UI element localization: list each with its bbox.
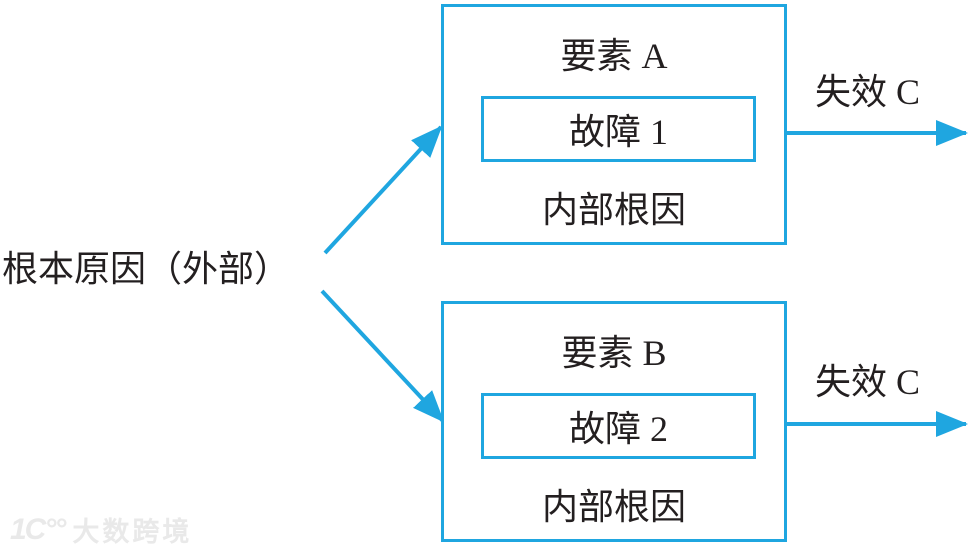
arrow-root-to-element-b <box>320 289 445 423</box>
failure-c-label-bottom: 失效 C <box>814 362 920 402</box>
fault-1-box: 故障 1 <box>481 96 756 162</box>
element-b-internal-cause-label: 内部根因 <box>541 487 686 527</box>
element-b-title: 要素 B <box>561 333 667 373</box>
watermark-logo-icon: 1C°° <box>10 512 66 546</box>
element-a-box: 要素 A 故障 1 内部根因 <box>441 4 787 245</box>
element-a-title: 要素 A <box>560 36 668 76</box>
root-cause-label: 根本原因（外部） <box>2 249 291 289</box>
fault-2-label: 故障 2 <box>568 409 668 449</box>
watermark: 1C°° 大数跨境 <box>10 510 192 549</box>
arrow-root-to-element-a <box>323 125 443 255</box>
watermark-text: 大数跨境 <box>72 517 193 547</box>
fault-1-label: 故障 1 <box>568 112 668 152</box>
element-a-internal-cause-label: 内部根因 <box>541 190 686 230</box>
fault-2-box: 故障 2 <box>481 393 756 459</box>
element-b-box: 要素 B 故障 2 内部根因 <box>441 301 787 542</box>
failure-c-label-top: 失效 C <box>814 72 920 112</box>
